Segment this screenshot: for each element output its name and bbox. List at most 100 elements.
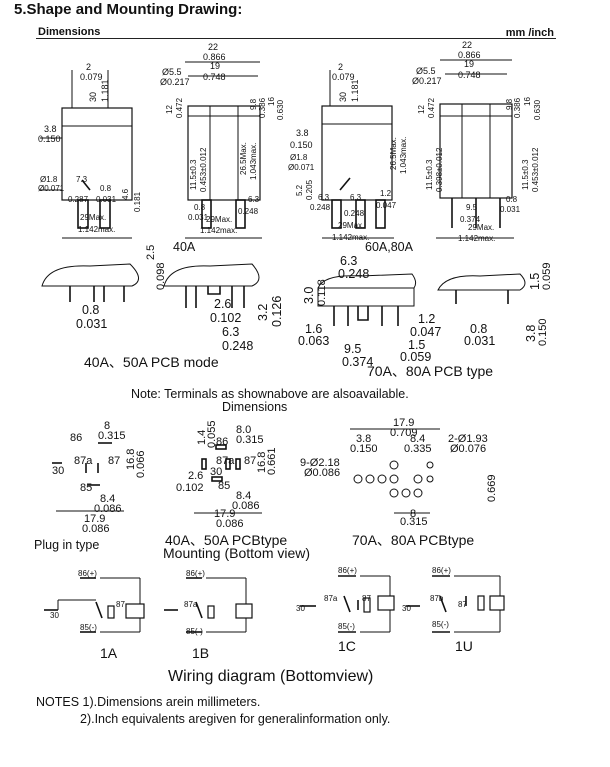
plug-in-footprint xyxy=(52,442,124,512)
pcb-v95: 9.5 xyxy=(344,342,362,356)
caption-pcb40: 40A、50A PCBtype xyxy=(165,532,288,548)
dim-0453-r: 0.453±0.012 xyxy=(531,147,540,192)
dim-29: 29Max. xyxy=(80,213,106,222)
dim-38-r: 3.8 xyxy=(296,128,309,138)
dim-95: 9.5 xyxy=(466,203,478,212)
pcb-v0059: 0.059 xyxy=(400,350,432,364)
dim-115b: 11.5±0.3 xyxy=(425,159,434,190)
dim-d0217-r: Ø0.217 xyxy=(412,76,442,86)
dim-0386: 0.386 xyxy=(258,97,267,118)
dim-0386-r: 0.386 xyxy=(513,97,522,118)
dim-29-b: 29Max. xyxy=(206,215,232,224)
page-title: 5.Shape and Mounting Drawing: xyxy=(14,1,243,18)
dim-265: 26.5Max. xyxy=(239,142,248,175)
w1b-85: 85(-) xyxy=(186,627,203,636)
dim-22-r: 22 xyxy=(462,40,472,50)
bv-85: 85 xyxy=(80,482,93,494)
pcb-v63-r: 6.3 xyxy=(340,254,358,268)
bv-c0335: 0.335 xyxy=(404,443,432,455)
bv-c2d2: Ø0.076 xyxy=(450,443,487,455)
w1c-85: 85(-) xyxy=(338,622,355,631)
dim-1142-r2: 1.142max. xyxy=(458,234,495,243)
pcb-v15b: 1.5 xyxy=(528,272,542,290)
dim-115c: 11.5±0.3 xyxy=(521,159,530,190)
w1b-86: 86(+) xyxy=(186,569,205,578)
caption-plug-in: Plug in type xyxy=(34,538,100,552)
dim-0287: 0.287 xyxy=(68,195,89,204)
dim-08-b: 0.8 xyxy=(194,203,206,212)
caption-pcb70: 70A、80A PCBtype xyxy=(352,532,475,548)
pcb70-footprint xyxy=(350,428,440,514)
bv-8: 8 xyxy=(104,420,111,432)
bv-86: 86 xyxy=(70,432,83,444)
bv-c179: 17.9 xyxy=(393,417,415,429)
bv-87a-b: 87a xyxy=(216,455,235,467)
label-60a80a: 60A,80A xyxy=(365,240,413,254)
wiring-label-1a: 1A xyxy=(100,645,118,661)
bv-c8: 8 xyxy=(410,508,417,520)
bv-0086d: 0.086 xyxy=(216,518,244,530)
dim-0248-r2: 0.248 xyxy=(344,209,365,218)
dim-0748: 0.748 xyxy=(203,72,226,82)
pcb-v0047: 0.047 xyxy=(410,325,442,339)
dim-0374: 0.374 xyxy=(460,215,481,224)
dim-30: 30 xyxy=(88,92,98,102)
bv-179b: 17.9 xyxy=(214,508,236,520)
dim-0150: 0.150 xyxy=(38,134,61,144)
wiring-diagrams xyxy=(44,575,505,633)
dim-63-r: 6.3 xyxy=(318,193,330,202)
dim-0248: 0.248 xyxy=(238,207,259,216)
dim-63: 6.3 xyxy=(248,195,260,204)
dim-0150-r: 0.150 xyxy=(290,140,313,150)
relay-front-view-left xyxy=(185,61,262,239)
dim-1181: 1.181 xyxy=(100,79,110,102)
dim-08-r: 0.8 xyxy=(506,195,518,204)
dim-0630: 0.630 xyxy=(276,99,285,120)
dim-98-r: 9.8 xyxy=(505,98,514,110)
wiring-1b xyxy=(164,577,253,633)
pcb-v15: 1.5 xyxy=(408,338,426,352)
dim-1142: 1.142max. xyxy=(78,225,115,234)
pcb-v25: 2.5 xyxy=(145,244,157,260)
pcb-v0059b: 0.059 xyxy=(541,262,553,290)
w1b-87a: 87a xyxy=(184,600,198,609)
dim-0472-r: 0.472 xyxy=(427,97,436,118)
bv-0315: 0.315 xyxy=(98,430,126,442)
dim-1142-b: 1.142max. xyxy=(200,226,237,235)
bv-0086b: 0.086 xyxy=(82,523,110,535)
dim-265-r: 26.5Max. xyxy=(389,137,398,170)
bv-c9d2: Ø0.086 xyxy=(304,467,341,479)
pcb-v0102: 0.102 xyxy=(210,311,242,325)
dim-52: 5.2 xyxy=(295,184,304,196)
relay-side-view-right xyxy=(321,70,394,239)
dim-73: 7.3 xyxy=(76,175,88,184)
w1u-86: 86(+) xyxy=(432,566,451,575)
w1c-30: 30 xyxy=(296,604,305,613)
dim-12: 12 xyxy=(165,105,174,114)
bv-0066: 0.066 xyxy=(135,450,147,478)
pcb-v0063: 0.063 xyxy=(298,334,330,348)
wiring-label-1u: 1U xyxy=(455,638,473,654)
bv-c2d: 2-Ø1.93 xyxy=(448,433,488,445)
w1c-87a: 87a xyxy=(324,594,338,603)
bv-0086c: 0.086 xyxy=(232,500,260,512)
caption-40a-50a-pcb: 40A、50A PCB mode xyxy=(84,354,219,370)
w1a-87: 87 xyxy=(116,600,125,609)
dim-0047: 0.047 xyxy=(376,201,397,210)
pcb-v0031b: 0.031 xyxy=(464,334,496,348)
note-line-2: Dimensions xyxy=(222,400,288,414)
w1c-86: 86(+) xyxy=(338,566,357,575)
dim-0205: 0.205 xyxy=(305,179,314,200)
bv-84: 8.4 xyxy=(100,493,116,505)
wiring-1c xyxy=(300,575,395,633)
dim-98: 9.8 xyxy=(249,98,258,110)
bv-c84: 8.4 xyxy=(410,433,426,445)
pcb-v38: 3.8 xyxy=(524,324,538,342)
dim-30-r: 30 xyxy=(338,92,348,102)
bv-c0315: 0.315 xyxy=(400,516,428,528)
dim-0181: 0.181 xyxy=(133,191,142,212)
dim-0079: 0.079 xyxy=(80,72,103,82)
dim-d55: Ø5.5 xyxy=(162,67,182,77)
w1u-30: 30 xyxy=(402,604,411,613)
pcb-v0031: 0.031 xyxy=(76,317,108,331)
